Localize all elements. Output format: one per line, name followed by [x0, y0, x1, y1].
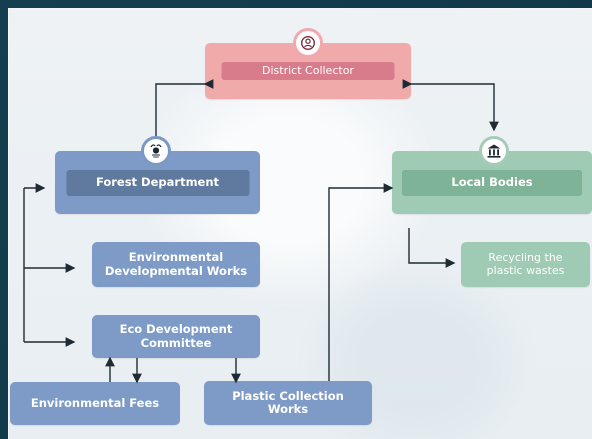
environmental-fees-box: Environmental Fees — [10, 382, 180, 425]
recycling-plastic-wastes-line-2: plastic wastes — [486, 263, 565, 277]
district-collector-label: District Collector — [262, 63, 354, 77]
environmental-developmental-works-box: Environmental Developmental Works — [92, 242, 260, 287]
plastic-collection-works-text: Plastic Collection Works — [232, 388, 344, 416]
recycling-plastic-wastes-text: Recycling the plastic wastes — [486, 250, 565, 277]
environmental-developmental-works-text: Environmental Developmental Works — [104, 250, 248, 278]
plastic-collection-works-box: Plastic Collection Works — [204, 381, 372, 425]
recycling-plastic-wastes-box: Recycling the plastic wastes — [461, 242, 590, 287]
building-icon-graphic — [487, 144, 501, 158]
user-icon-graphic — [300, 35, 316, 51]
local-bodies-label-box: Local Bodies — [402, 169, 582, 196]
eco-development-committee-text: Eco Development Committee — [119, 322, 233, 350]
environmental-developmental-works-line-1: Environmental — [128, 250, 224, 265]
local-bodies-label: Local Bodies — [451, 174, 533, 189]
forest-department-label: Forest Department — [95, 174, 220, 189]
eco-development-committee-line-1: Eco Development — [119, 322, 233, 337]
eco-development-committee-box: Eco Development Committee — [92, 315, 260, 358]
forest-emblem-icon — [141, 136, 171, 166]
user-icon — [293, 28, 323, 58]
recycling-plastic-wastes-line-1: Recycling the — [488, 250, 563, 264]
forest-emblem-icon-graphic — [150, 144, 162, 158]
building-icon — [479, 136, 509, 166]
eco-development-committee-line-2: Committee — [140, 335, 212, 350]
district-collector-label-box: District Collector — [221, 62, 395, 80]
plastic-collection-works-line-2: Works — [267, 402, 309, 416]
environmental-developmental-works-line-2: Developmental Works — [104, 263, 248, 278]
forest-department-label-box: Forest Department — [66, 169, 249, 196]
environmental-fees-label: Environmental Fees — [30, 395, 160, 410]
plastic-collection-works-line-1: Plastic Collection — [232, 388, 344, 403]
